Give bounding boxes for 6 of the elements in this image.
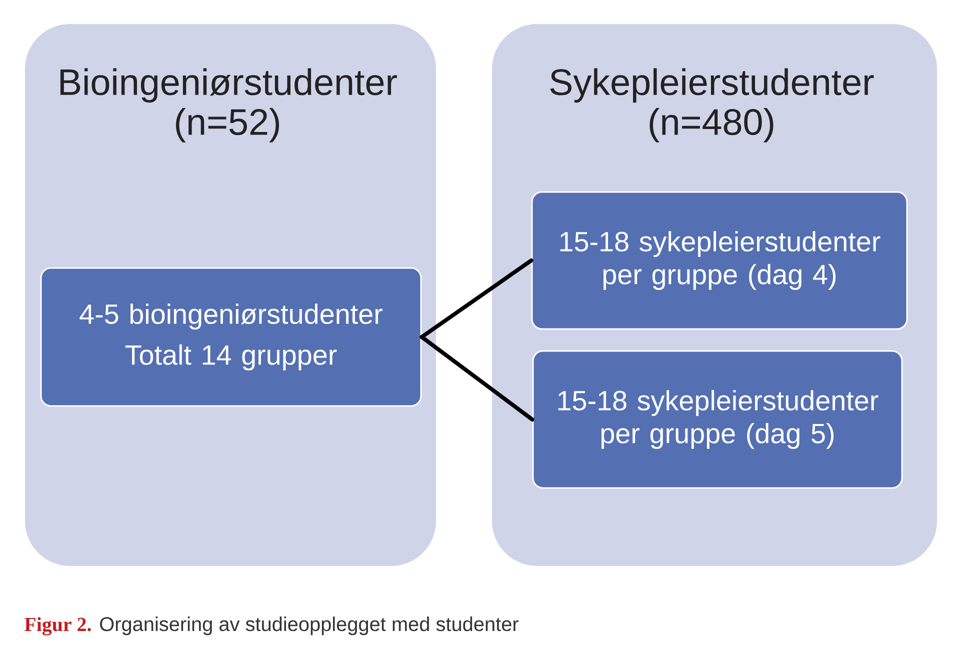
group-box: 4-5 bioingeniørstudenter Totalt 14 grupper [40,267,422,407]
group-box: 15-18 sykepleierstudenter per gruppe (dag 5) [532,350,903,489]
connector-line [420,258,534,339]
group-box: 15-18 sykepleierstudenter per gruppe (dag 4) [531,191,908,330]
connector-line [420,335,534,422]
figure-caption: Figur 2. Organisering av studieopplegget med studenter [24,616,518,636]
